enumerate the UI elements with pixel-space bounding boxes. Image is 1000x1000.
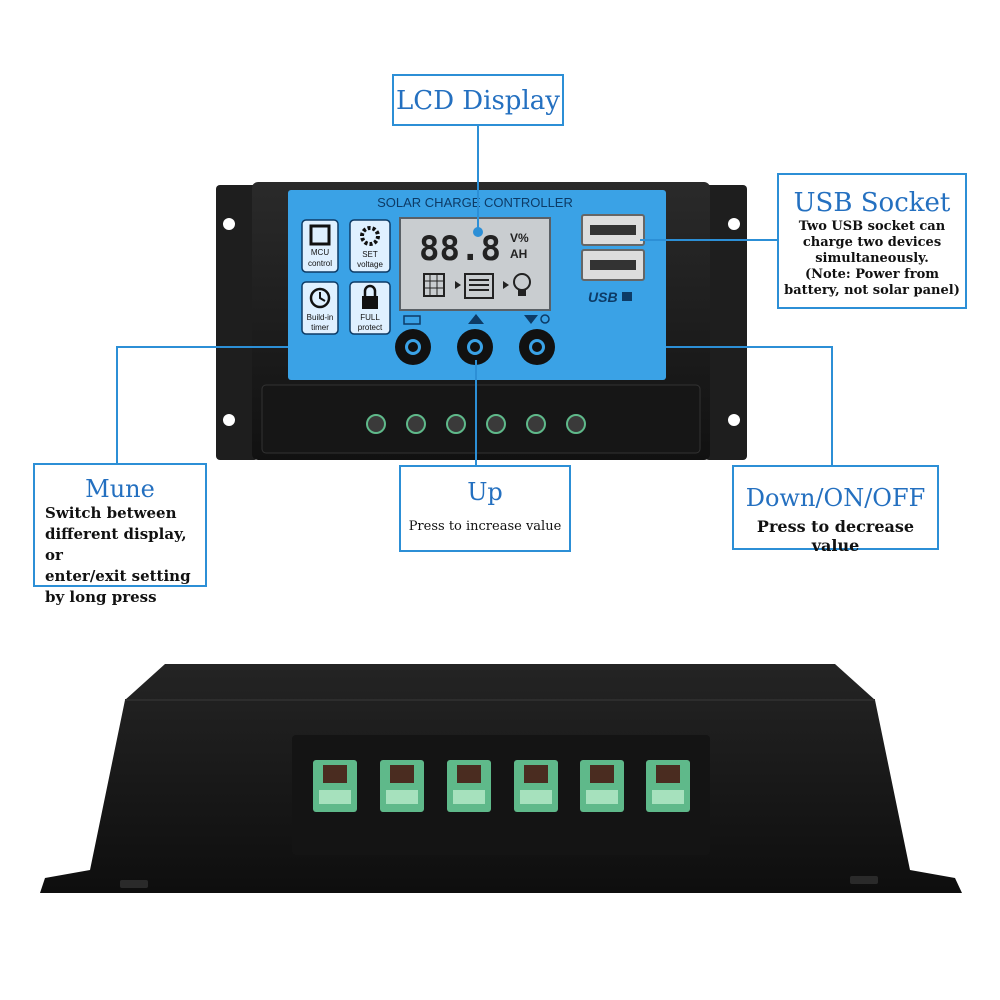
usb-socket-callout: USB Socket Two USB socket can charge two…: [777, 173, 967, 309]
terminal-block: [380, 760, 424, 812]
usb-logo-plug: [622, 292, 632, 301]
terminal-screw: [406, 414, 426, 434]
menu-button-callout: Mune Switch between different display, o…: [33, 463, 207, 606]
feature-build-in-timer: Build-in timer: [301, 281, 339, 335]
solar-panel-icon: [423, 273, 445, 297]
side-terminals: [313, 760, 690, 812]
clock-icon: [309, 287, 331, 309]
callout-desc-line: different display, or: [45, 525, 187, 564]
feature-label-line2: protect: [358, 323, 383, 332]
side-foot: [850, 876, 878, 884]
right-mounting-flange: [705, 185, 747, 460]
power-symbol-icon: [540, 314, 550, 324]
bulb-icon: [513, 273, 531, 296]
up-button-callout: Up Press to increase value: [399, 465, 571, 552]
callout-desc-line: (Note: Power from: [804, 267, 940, 282]
terminal-block: [313, 760, 357, 812]
up-triangle-icon: [468, 314, 484, 324]
callout-title: Down/ON/OFF: [745, 484, 926, 512]
terminal-screw: [526, 414, 546, 434]
feature-label-line1: FULL: [360, 313, 380, 322]
terminal-block: [514, 760, 558, 812]
down-on-off-button[interactable]: [519, 329, 555, 365]
terminal-block: [580, 760, 624, 812]
mount-hole: [223, 414, 235, 426]
feature-label-line2: voltage: [357, 260, 383, 269]
lcd-unit-top: V%: [510, 231, 529, 245]
callout-title: Mune: [85, 475, 155, 503]
lcd-connector-dot: [473, 227, 483, 237]
terminal-screws: [366, 414, 586, 434]
lock-icon: [362, 284, 378, 309]
controller-side-view: [40, 664, 962, 893]
terminal-block: [646, 760, 690, 812]
menu-button-symbol: [403, 315, 421, 325]
battery-icon: [464, 273, 494, 299]
callout-desc-line: charge two devices: [802, 235, 942, 250]
left-mounting-flange: [216, 185, 258, 460]
down-triangle-icon: [524, 315, 538, 324]
usb-sockets: USB: [581, 214, 645, 305]
callout-desc: Press to increase value: [408, 519, 562, 534]
callout-desc: Press to decrease value: [756, 517, 915, 555]
controller-top-view: SOLAR CHARGE CONTROLLER MCU control SET …: [216, 182, 747, 460]
feature-set-voltage: SET voltage: [349, 219, 391, 273]
arrow-right-icon: [448, 281, 461, 289]
up-button[interactable]: [457, 329, 493, 365]
feature-full-protect: FULL protect: [349, 281, 391, 335]
terminal-screw: [446, 414, 466, 434]
callout-desc-line: battery, not solar panel): [784, 283, 960, 298]
mount-hole: [728, 218, 740, 230]
terminal-screw: [486, 414, 506, 434]
callout-title: USB Socket: [793, 188, 951, 218]
mount-hole: [728, 414, 740, 426]
arrow-right-icon: [497, 281, 509, 289]
side-foot: [120, 880, 148, 888]
terminal-screw: [566, 414, 586, 434]
brand-label: SOLAR CHARGE CONTROLLER: [377, 195, 573, 210]
feature-label-line2: timer: [311, 323, 329, 332]
feature-label-line1: SET: [362, 250, 378, 259]
lcd-digits: 88.8: [419, 229, 501, 269]
feature-mcu-control: MCU control: [301, 219, 339, 273]
terminal-screw: [366, 414, 386, 434]
callout-desc-line: by long press: [45, 588, 157, 606]
chip-icon: [309, 224, 331, 246]
feature-label-line1: MCU: [311, 248, 329, 257]
gear-icon: [360, 226, 380, 246]
lcd-unit-bottom: AH: [510, 247, 527, 261]
down-button-callout: Down/ON/OFF Press to decrease value: [732, 465, 939, 555]
mount-hole: [223, 218, 235, 230]
menu-button[interactable]: [395, 329, 431, 365]
callout-desc-line: enter/exit setting: [45, 567, 191, 585]
down-connector: [666, 346, 833, 465]
terminal-strip: [261, 384, 701, 454]
callout-title: Up: [467, 478, 503, 506]
callout-desc-line: Switch between: [45, 504, 177, 522]
callout-title: LCD Display: [396, 86, 560, 116]
feature-label-line1: Build-in: [307, 313, 334, 322]
callout-desc-line: simultaneously.: [815, 251, 929, 266]
terminal-block: [447, 760, 491, 812]
usb-logo: USB: [588, 289, 618, 305]
callout-desc-line: Two USB socket can: [798, 219, 946, 234]
menu-connector: [116, 346, 288, 463]
callout-connectors: [116, 126, 833, 465]
feature-label-line2: control: [308, 259, 332, 268]
lcd-display-callout: LCD Display: [392, 74, 564, 126]
